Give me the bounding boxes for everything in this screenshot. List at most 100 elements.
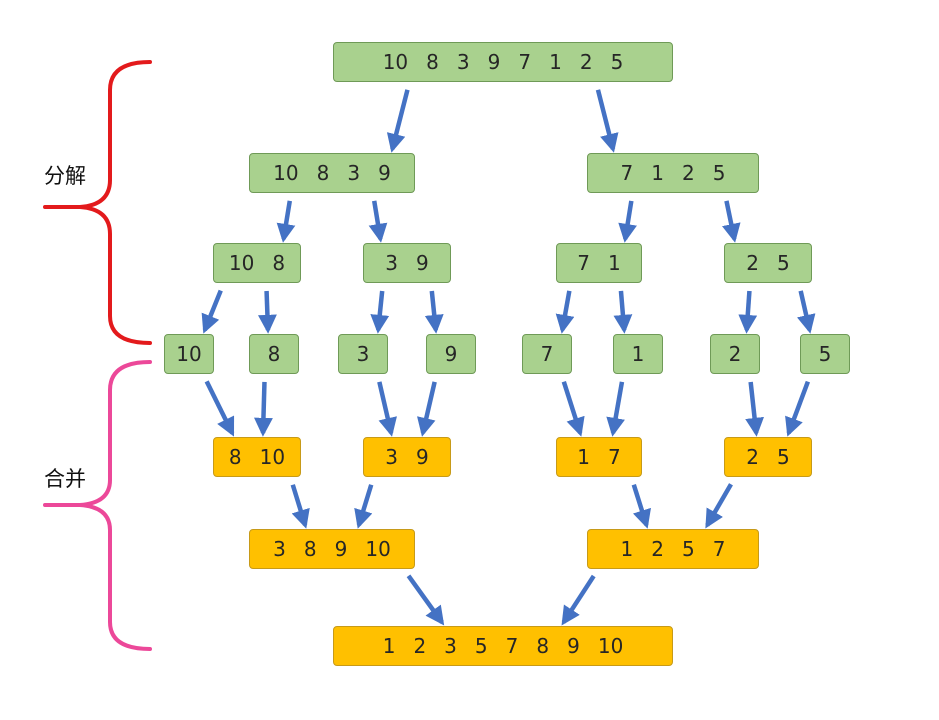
node-value: 2 bbox=[413, 634, 427, 658]
arrow-l2b-to-l3d bbox=[424, 290, 444, 334]
node-value: 2 bbox=[746, 445, 759, 469]
node-value: 7 bbox=[505, 634, 519, 658]
arrow-m1d-to-m2b bbox=[705, 483, 733, 529]
node-value: 10 bbox=[259, 445, 286, 469]
arrow-group bbox=[201, 89, 816, 626]
node-value: 7 bbox=[608, 445, 621, 469]
node-value: 3 bbox=[444, 634, 457, 658]
arrow-l2c-to-l3e bbox=[555, 290, 575, 334]
arrow-l0-to-l1a bbox=[386, 89, 410, 153]
arrow-m1c-to-m2b bbox=[631, 484, 651, 529]
node-value: 7 bbox=[712, 537, 726, 561]
node-value: 8 bbox=[426, 50, 439, 74]
node-value: 8 bbox=[303, 537, 317, 561]
arrow-m2b-to-m3 bbox=[561, 574, 596, 626]
node-value: 3 bbox=[347, 161, 361, 185]
node-value: 3 bbox=[273, 537, 286, 561]
split-node-l3g: 2 bbox=[710, 334, 760, 374]
node-value: 2 bbox=[651, 537, 664, 561]
merge-brace bbox=[43, 360, 152, 651]
split-brace bbox=[43, 60, 152, 345]
merge-node-m1a: 8 10 bbox=[213, 437, 301, 477]
node-value: 7 bbox=[577, 251, 590, 275]
node-value: 7 bbox=[620, 161, 634, 185]
node-value: 9 bbox=[416, 251, 429, 275]
merge-phase-label: 合并 bbox=[44, 467, 86, 491]
node-value: 5 bbox=[474, 634, 488, 658]
arrow-l0-to-l1b bbox=[595, 89, 619, 153]
node-value: 7 bbox=[518, 50, 532, 74]
node-value: 5 bbox=[777, 251, 790, 275]
arrow-l3e-to-m1c bbox=[561, 381, 585, 437]
arrow-l1b-to-l2c bbox=[618, 200, 637, 243]
arrow-l2b-to-l3c bbox=[370, 290, 390, 334]
node-value: 9 bbox=[416, 445, 429, 469]
arrow-l3d-to-m1b bbox=[417, 381, 437, 437]
arrow-l1a-to-l2b bbox=[368, 200, 388, 243]
node-value: 10 bbox=[176, 342, 202, 366]
node-value: 10 bbox=[273, 161, 299, 185]
split-node-l3h: 5 bbox=[800, 334, 850, 374]
node-value: 8 bbox=[272, 251, 286, 275]
split-node-l3e: 7 bbox=[522, 334, 572, 374]
node-value: 3 bbox=[356, 342, 370, 366]
node-value: 9 bbox=[487, 50, 501, 74]
node-value: 10 bbox=[228, 251, 255, 275]
node-value: 5 bbox=[777, 445, 790, 469]
split-node-l3d: 9 bbox=[426, 334, 476, 374]
split-node-l3b: 8 bbox=[249, 334, 299, 374]
node-value: 5 bbox=[712, 161, 726, 185]
split-node-l2a: 10 8 bbox=[213, 243, 301, 283]
arrow-l3g-to-m1d bbox=[745, 381, 764, 437]
node-value: 1 bbox=[631, 342, 645, 366]
arrow-l3f-to-m1c bbox=[606, 381, 625, 437]
node-value: 9 bbox=[444, 342, 458, 366]
node-value: 10 bbox=[382, 50, 409, 74]
node-value: 8 bbox=[536, 634, 550, 658]
arrow-l2a-to-l3a bbox=[201, 289, 223, 334]
split-phase-label: 分解 bbox=[44, 164, 86, 188]
node-value: 1 bbox=[651, 161, 664, 185]
node-value: 8 bbox=[267, 342, 281, 366]
node-value: 2 bbox=[579, 50, 593, 74]
split-node-l3c: 3 bbox=[338, 334, 388, 374]
node-value: 8 bbox=[228, 445, 242, 469]
arrow-m1b-to-m2a bbox=[354, 484, 374, 529]
arrow-l1b-to-l2d bbox=[722, 200, 741, 243]
node-value: 2 bbox=[728, 342, 742, 366]
arrow-l2a-to-l3b bbox=[257, 290, 277, 334]
arrow-l3c-to-m1b bbox=[377, 381, 397, 437]
split-node-l3a: 10 bbox=[164, 334, 214, 374]
node-value: 5 bbox=[818, 342, 832, 366]
node-value: 1 bbox=[382, 634, 396, 658]
node-value: 5 bbox=[682, 537, 695, 561]
arrow-l2d-to-l3g bbox=[738, 290, 758, 334]
node-value: 9 bbox=[378, 161, 391, 185]
node-value: 1 bbox=[620, 537, 634, 561]
arrow-l3a-to-m1a bbox=[204, 380, 235, 437]
node-value: 10 bbox=[597, 634, 624, 658]
node-value: 1 bbox=[577, 445, 590, 469]
arrow-m2a-to-m3 bbox=[406, 574, 445, 626]
node-value: 7 bbox=[540, 342, 554, 366]
arrow-l2c-to-l3f bbox=[613, 290, 633, 334]
node-value: 1 bbox=[549, 50, 562, 74]
node-value: 9 bbox=[334, 537, 348, 561]
arrow-l3h-to-m1d bbox=[785, 380, 811, 437]
node-value: 10 bbox=[365, 537, 391, 561]
node-value: 8 bbox=[316, 161, 330, 185]
node-value: 3 bbox=[385, 445, 398, 469]
arrow-l2d-to-l3h bbox=[797, 290, 816, 334]
arrow-l3b-to-m1a bbox=[253, 381, 273, 437]
